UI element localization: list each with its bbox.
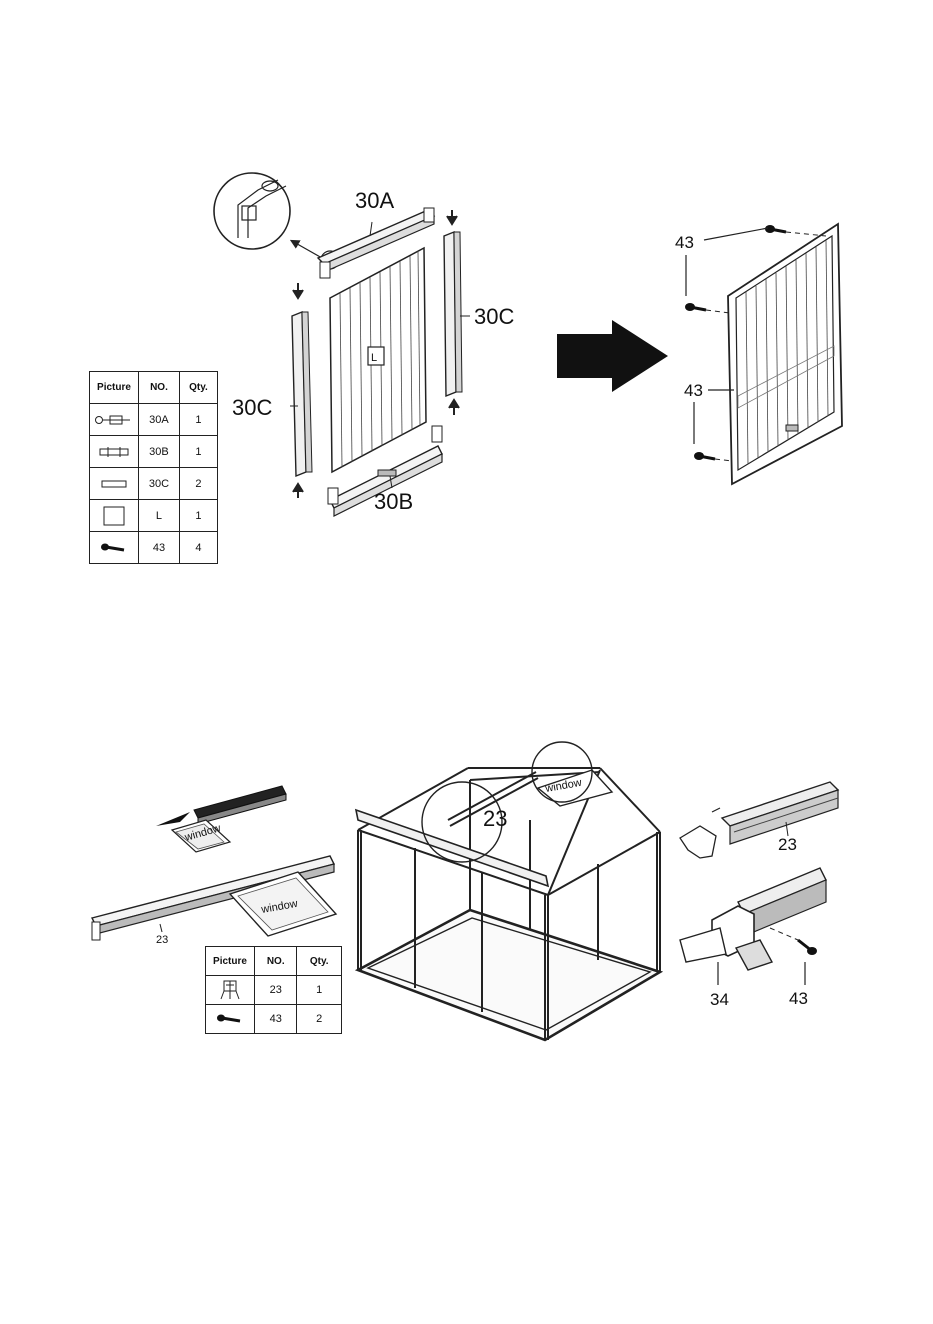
parts-table-step1: Picture NO. Qty. 30A 1 30B 1 30C 2 L 1 4… <box>89 371 218 564</box>
rail-30c-icon <box>90 468 139 500</box>
part-number: 30C <box>139 468 180 500</box>
part-number: 30B <box>139 436 180 468</box>
detail-right-rail <box>680 782 838 858</box>
detail-large-rail <box>92 856 336 940</box>
screw-lower-left <box>694 452 732 461</box>
label-30b: 30B <box>374 489 413 514</box>
direction-arrow <box>557 320 668 392</box>
table-row: 30B 1 <box>90 436 218 468</box>
label-23-detail: 23 <box>156 934 168 946</box>
label-30c-right: 30C <box>474 304 514 329</box>
part-number: 23 <box>255 976 297 1005</box>
step1-exploded-view: 30A 30B 30C 30C L 43 43 <box>214 173 842 516</box>
label-screw-top: 43 <box>675 233 694 252</box>
header-qty: Qty. <box>179 372 217 404</box>
label-34: 34 <box>710 990 729 1009</box>
label-23-right: 23 <box>778 835 797 854</box>
screw-icon <box>90 532 139 564</box>
parts-table-step2: Picture NO. Qty. 23 1 43 2 <box>205 946 342 1034</box>
part-number: 30A <box>139 404 180 436</box>
label-43-right: 43 <box>789 989 808 1008</box>
panel-l-icon <box>90 500 139 532</box>
label-screw-bottom: 43 <box>684 381 703 400</box>
screw-upper-left <box>685 303 730 313</box>
detail-small-rail <box>156 786 286 852</box>
part-qty: 1 <box>297 976 342 1005</box>
part-qty: 2 <box>179 468 217 500</box>
table-row: L 1 <box>90 500 218 532</box>
table-row: 30C 2 <box>90 468 218 500</box>
greenhouse-frame <box>356 768 660 1040</box>
table-row: 23 1 <box>206 976 342 1005</box>
rail-30a-icon <box>90 404 139 436</box>
part-number: 43 <box>139 532 180 564</box>
step2-greenhouse-view: 23 window window window 23 23 34 43 <box>92 742 838 1040</box>
table-row: 43 2 <box>206 1005 342 1034</box>
header-no: NO. <box>139 372 180 404</box>
header-picture: Picture <box>206 947 255 976</box>
magnifier-detail <box>214 173 339 269</box>
table-row: 43 4 <box>90 532 218 564</box>
label-30a: 30A <box>355 188 394 213</box>
rail-30b-icon <box>90 436 139 468</box>
part-qty: 1 <box>179 404 217 436</box>
part-qty: 2 <box>297 1005 342 1034</box>
window-frame-icon <box>206 976 255 1005</box>
part-number: L <box>139 500 180 532</box>
header-no: NO. <box>255 947 297 976</box>
screw-icon <box>206 1005 255 1034</box>
assembled-panel <box>685 224 842 484</box>
part-qty: 1 <box>179 436 217 468</box>
label-23-center: 23 <box>483 806 507 831</box>
header-qty: Qty. <box>297 947 342 976</box>
panel-l <box>330 248 426 472</box>
label-panel-l: L <box>371 352 377 364</box>
rail-30c-left <box>290 283 312 498</box>
part-qty: 4 <box>179 532 217 564</box>
screw-top <box>765 225 826 236</box>
label-30c-left: 30C <box>232 395 272 420</box>
part-qty: 1 <box>179 500 217 532</box>
table-row: 30A 1 <box>90 404 218 436</box>
rail-30c-right <box>444 210 470 415</box>
part-number: 43 <box>255 1005 297 1034</box>
detail-hinge-34 <box>680 868 826 985</box>
header-picture: Picture <box>90 372 139 404</box>
